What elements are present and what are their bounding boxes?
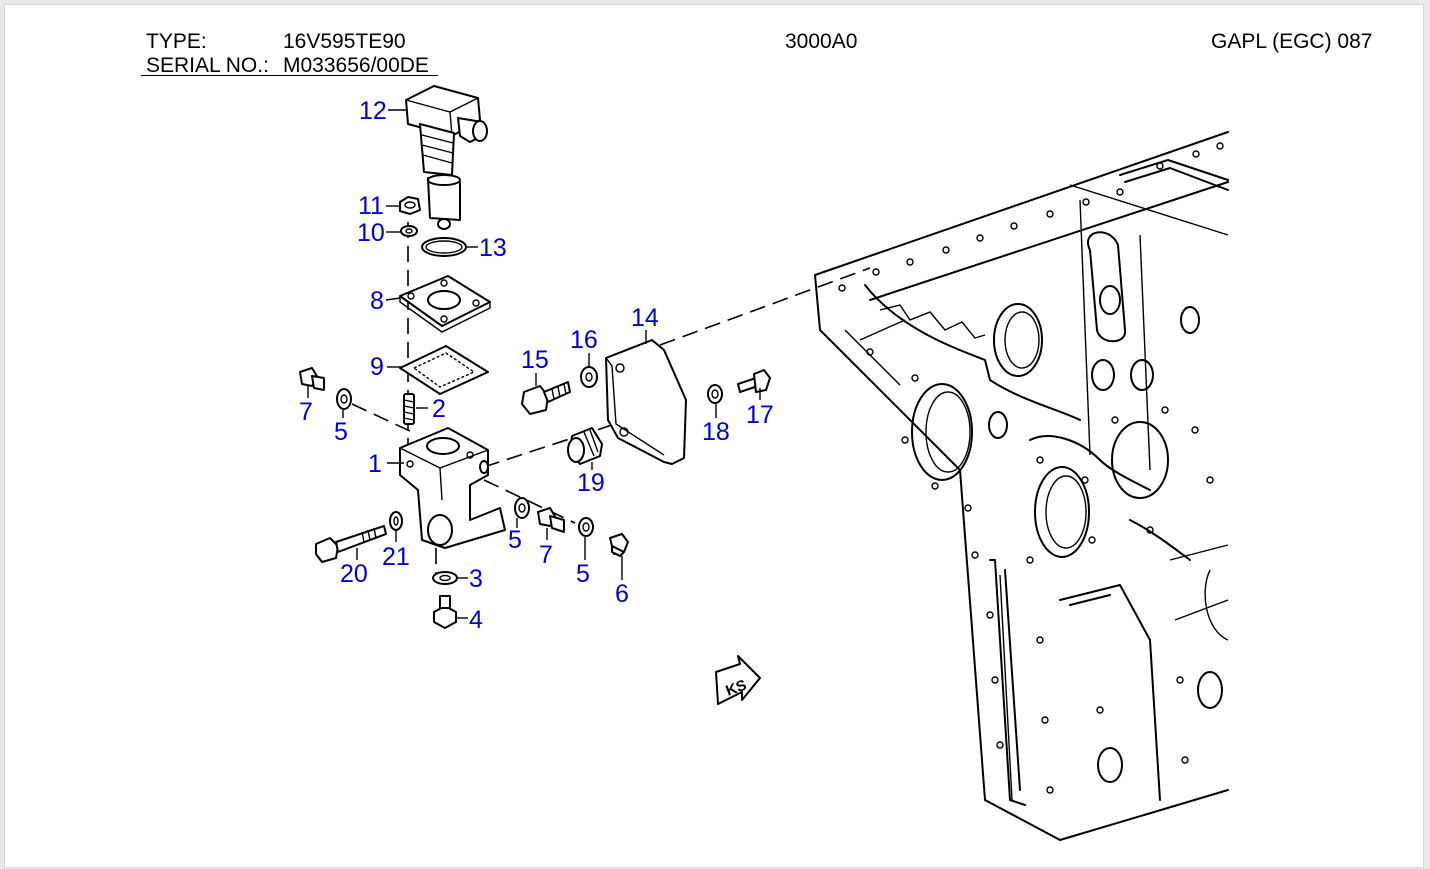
label-part-19: 19 [577,469,605,497]
drawing-sheet [4,4,1424,868]
part-number-labels: 12 11 10 13 8 9 15 16 14 7 5 2 18 17 1 1… [299,97,774,634]
serial-label: SERIAL NO.: [146,54,269,77]
part-11-nut [399,196,421,215]
label-part-4: 4 [469,606,483,634]
assembly-dash-lines [351,222,871,575]
label-part-20: 20 [340,560,368,588]
part-16-washer [580,366,598,388]
label-part-2: 2 [432,395,446,423]
part-13-o-ring [421,237,467,257]
label-part-8: 8 [370,287,384,315]
part-18-washer [707,384,723,404]
label-part-5-mid: 5 [508,526,522,554]
label-part-7-left: 7 [299,398,313,426]
header-underline [141,75,438,76]
label-part-16: 16 [570,326,598,354]
group-title: GAPL (EGC) 087 [1211,30,1373,53]
part-3-seal-ring [432,571,458,585]
label-part-18: 18 [702,418,730,446]
label-part-5-right: 5 [576,560,590,588]
label-part-11: 11 [358,192,384,220]
part-19-plug [567,427,603,465]
ks-marker-text: KS [724,677,749,700]
part-14-cover-plate [605,339,687,465]
label-part-21: 21 [382,543,410,571]
part-10-washer [400,225,418,237]
label-part-6: 6 [615,580,629,608]
part-17-bolt [737,369,771,393]
part-6-plug-screw [609,533,629,557]
ks-direction-marker: KS [715,655,761,705]
part-8-flange-plate [399,275,491,333]
part-5-washer-mid [514,497,530,519]
part-1-housing [399,427,506,549]
part-20-long-bolt [315,525,387,563]
label-part-15: 15 [521,346,549,374]
part-2-stud [403,393,415,425]
label-part-14: 14 [631,304,659,332]
serial-value: M033656/00DE [283,54,429,77]
label-part-7-mid: 7 [539,541,553,569]
part-4-drain-plug [433,595,457,629]
label-part-5-left: 5 [334,418,348,446]
part-5-washer-left [336,388,352,410]
part-7-union-mid [537,507,565,533]
engine-block-drawing [814,131,1229,841]
label-part-3: 3 [469,565,483,593]
type-label: TYPE: [146,30,207,53]
part-12-sensor-housing [405,85,488,230]
label-part-1: 1 [368,450,382,478]
label-part-12: 12 [359,97,387,125]
label-part-9: 9 [370,353,384,381]
label-part-13: 13 [479,234,507,262]
part-7-union-left [299,367,325,391]
part-9-gasket [399,345,489,395]
part-21-washer [389,511,403,531]
part-15-bolt [521,381,571,415]
type-value: 16V595TE90 [283,30,406,53]
part-5-washer-right [578,517,594,537]
leader-lines [307,109,761,619]
drawing-code: 3000A0 [785,30,858,53]
label-part-17: 17 [746,401,774,429]
label-part-10: 10 [357,219,385,247]
